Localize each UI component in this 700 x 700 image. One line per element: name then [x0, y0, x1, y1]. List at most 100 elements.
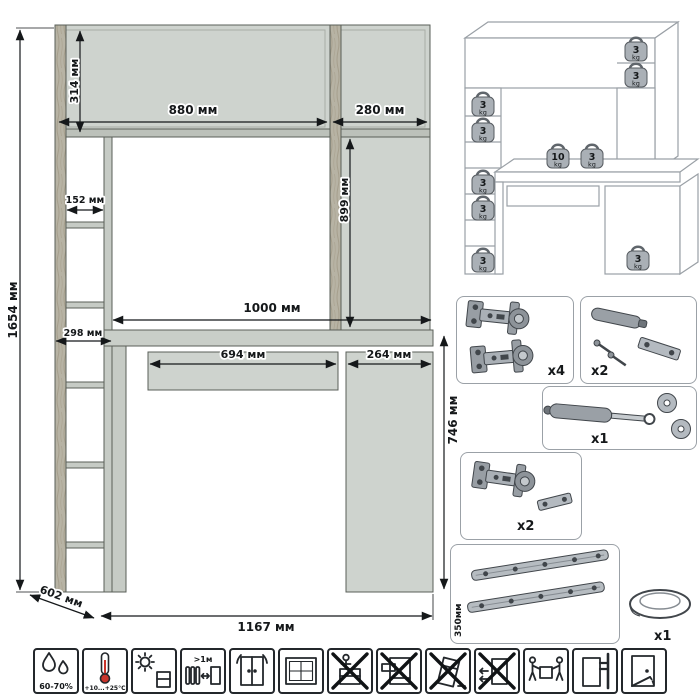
shelf-board	[65, 221, 105, 229]
hinge-icon	[465, 300, 534, 374]
gas-lift-icon	[543, 393, 691, 439]
weight-badge: 3 kg	[471, 169, 495, 195]
care-icon-row: 60-70% +10...+25°C	[33, 648, 667, 694]
shelf-board	[65, 541, 105, 549]
no-tilting-icon	[425, 648, 471, 694]
humidity-icon: 60-70%	[33, 648, 79, 694]
hinges-x4-box: x4	[456, 296, 574, 384]
pedestal-door	[345, 351, 434, 593]
svg-text:kg: kg	[634, 263, 642, 271]
no-climbing-icon	[327, 648, 373, 694]
desk-outline	[463, 20, 700, 276]
desk-left-leg	[111, 345, 127, 593]
left-column-right-panel	[103, 136, 113, 593]
door-damper-box: x2	[580, 296, 697, 384]
heat-distance-icon: >1м	[180, 648, 226, 694]
svg-text:kg: kg	[554, 161, 562, 169]
right-column-wood-edge	[329, 24, 342, 331]
svg-text:3: 3	[480, 204, 487, 215]
dim-drawer-width: 694 мм	[221, 348, 266, 361]
drawer-front	[147, 351, 339, 391]
svg-text:kg: kg	[479, 265, 487, 273]
door-damper-icon	[591, 307, 681, 367]
window-icon	[278, 648, 324, 694]
dim-left-column-width: 298 мм	[64, 328, 103, 339]
two-person-carry-icon	[523, 648, 569, 694]
hinge-icon	[471, 461, 573, 511]
dim-total-width: 1167 мм	[237, 620, 294, 634]
sunlight-protection-icon	[131, 648, 177, 694]
svg-text:kg: kg	[588, 161, 596, 169]
svg-text:kg: kg	[632, 80, 640, 88]
hinges-bottom-qty: x2	[517, 519, 535, 534]
weight-badge: 3 kg	[624, 62, 648, 88]
dim-top-left-width: 880 мм	[169, 103, 218, 117]
hinges-top-qty: x4	[547, 364, 565, 379]
humidity-label: 60-70%	[39, 682, 73, 691]
weight-badge: 3 kg	[471, 117, 495, 143]
round-insert-qty: x1	[654, 629, 672, 644]
shelf-board	[65, 301, 105, 309]
svg-text:kg: kg	[479, 109, 487, 117]
shelf-board	[65, 381, 105, 389]
ventilation-icon	[229, 648, 275, 694]
left-column-wood-edge	[54, 24, 67, 593]
svg-text:3: 3	[589, 152, 596, 163]
svg-text:3: 3	[480, 100, 487, 111]
hinges-x2-box: x2	[460, 452, 582, 540]
svg-text:kg: kg	[632, 54, 640, 62]
dim-top-right-width: 280 мм	[356, 103, 405, 117]
weight-badge: 3 kg	[471, 91, 495, 117]
dim-right-column-height: 899 мм	[338, 178, 351, 223]
mounting-plate-icon	[536, 492, 573, 511]
desk-top	[103, 329, 434, 347]
right-column	[329, 136, 431, 331]
shelf-board	[65, 461, 105, 469]
heat-distance-label: >1м	[194, 655, 213, 664]
dimension-drawing: 1654 мм 314 мм 880 мм 280 мм 899 мм 152 …	[4, 24, 462, 636]
screw-icon	[593, 339, 613, 355]
no-dragging-icon	[474, 648, 520, 694]
drawer-slide-rail	[467, 581, 605, 613]
weight-badge: 3 kg	[624, 36, 648, 62]
temperature-label: +10...+25°C	[85, 685, 127, 692]
svg-text:3: 3	[633, 71, 640, 82]
round-insert-icon	[629, 589, 691, 619]
weight-badge: 3 kg	[580, 143, 604, 169]
gas-lift-box: x1	[542, 386, 697, 450]
temperature-icon: +10...+25°C	[82, 648, 128, 694]
svg-text:kg: kg	[479, 213, 487, 221]
no-leaning-drawer-icon	[376, 648, 422, 694]
dim-pedestal-width: 264 мм	[367, 348, 412, 361]
top-cabinet	[54, 24, 431, 138]
svg-text:3: 3	[635, 254, 642, 265]
drawer-slides-box: 350мм	[450, 544, 620, 644]
svg-text:10: 10	[551, 152, 565, 163]
weight-badge: 3 kg	[471, 195, 495, 221]
svg-text:3: 3	[480, 126, 487, 137]
dim-total-height: 1654 мм	[6, 281, 20, 338]
svg-text:3: 3	[480, 256, 487, 267]
wall-anchor-icon	[572, 648, 618, 694]
dim-desktop-width: 1000 мм	[243, 301, 300, 315]
drawer-slide-rail	[471, 549, 609, 581]
svg-text:3: 3	[633, 45, 640, 56]
dim-desk-height: 746 мм	[446, 396, 460, 445]
svg-text:kg: kg	[479, 135, 487, 143]
top-cabinet-bottom-panel	[54, 128, 431, 138]
weight-badge: 3 kg	[471, 247, 495, 273]
dim-shelf-inner-width: 152 мм	[66, 195, 105, 206]
screw-icon	[607, 351, 627, 367]
weight-badge: 10 kg	[546, 143, 570, 169]
dim-top-cabinet-height: 314 мм	[68, 59, 81, 104]
round-insert-box: x1	[622, 580, 698, 644]
door-damper-qty: x2	[591, 364, 609, 379]
load-capacity-view: 3 kg 3 kg 3 kg 3 kg 3 kg	[463, 20, 700, 276]
dimension-annotations: 1654 мм 314 мм 880 мм 280 мм 899 мм 152 …	[4, 27, 462, 636]
door-opening-icon	[621, 648, 667, 694]
svg-text:kg: kg	[479, 187, 487, 195]
svg-text:3: 3	[480, 178, 487, 189]
gas-lift-qty: x1	[591, 432, 609, 447]
weight-badge: 3 kg	[626, 245, 650, 271]
